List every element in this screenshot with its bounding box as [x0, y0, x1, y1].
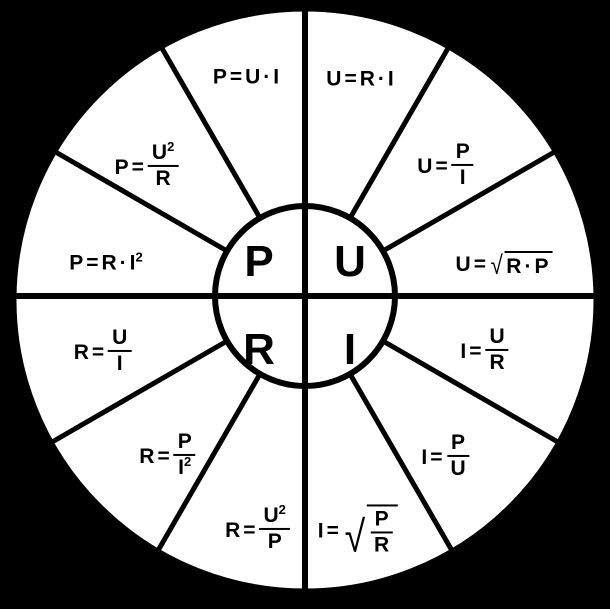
spoke-line	[382, 147, 560, 253]
spoke-line	[348, 41, 454, 219]
spoke-line	[50, 339, 228, 445]
spoke-line	[348, 373, 454, 551]
spoke-line	[50, 147, 228, 253]
spoke-lines	[50, 41, 560, 551]
spoke-line	[156, 41, 262, 219]
spoke-line	[382, 339, 560, 445]
spoke-line	[156, 373, 262, 551]
